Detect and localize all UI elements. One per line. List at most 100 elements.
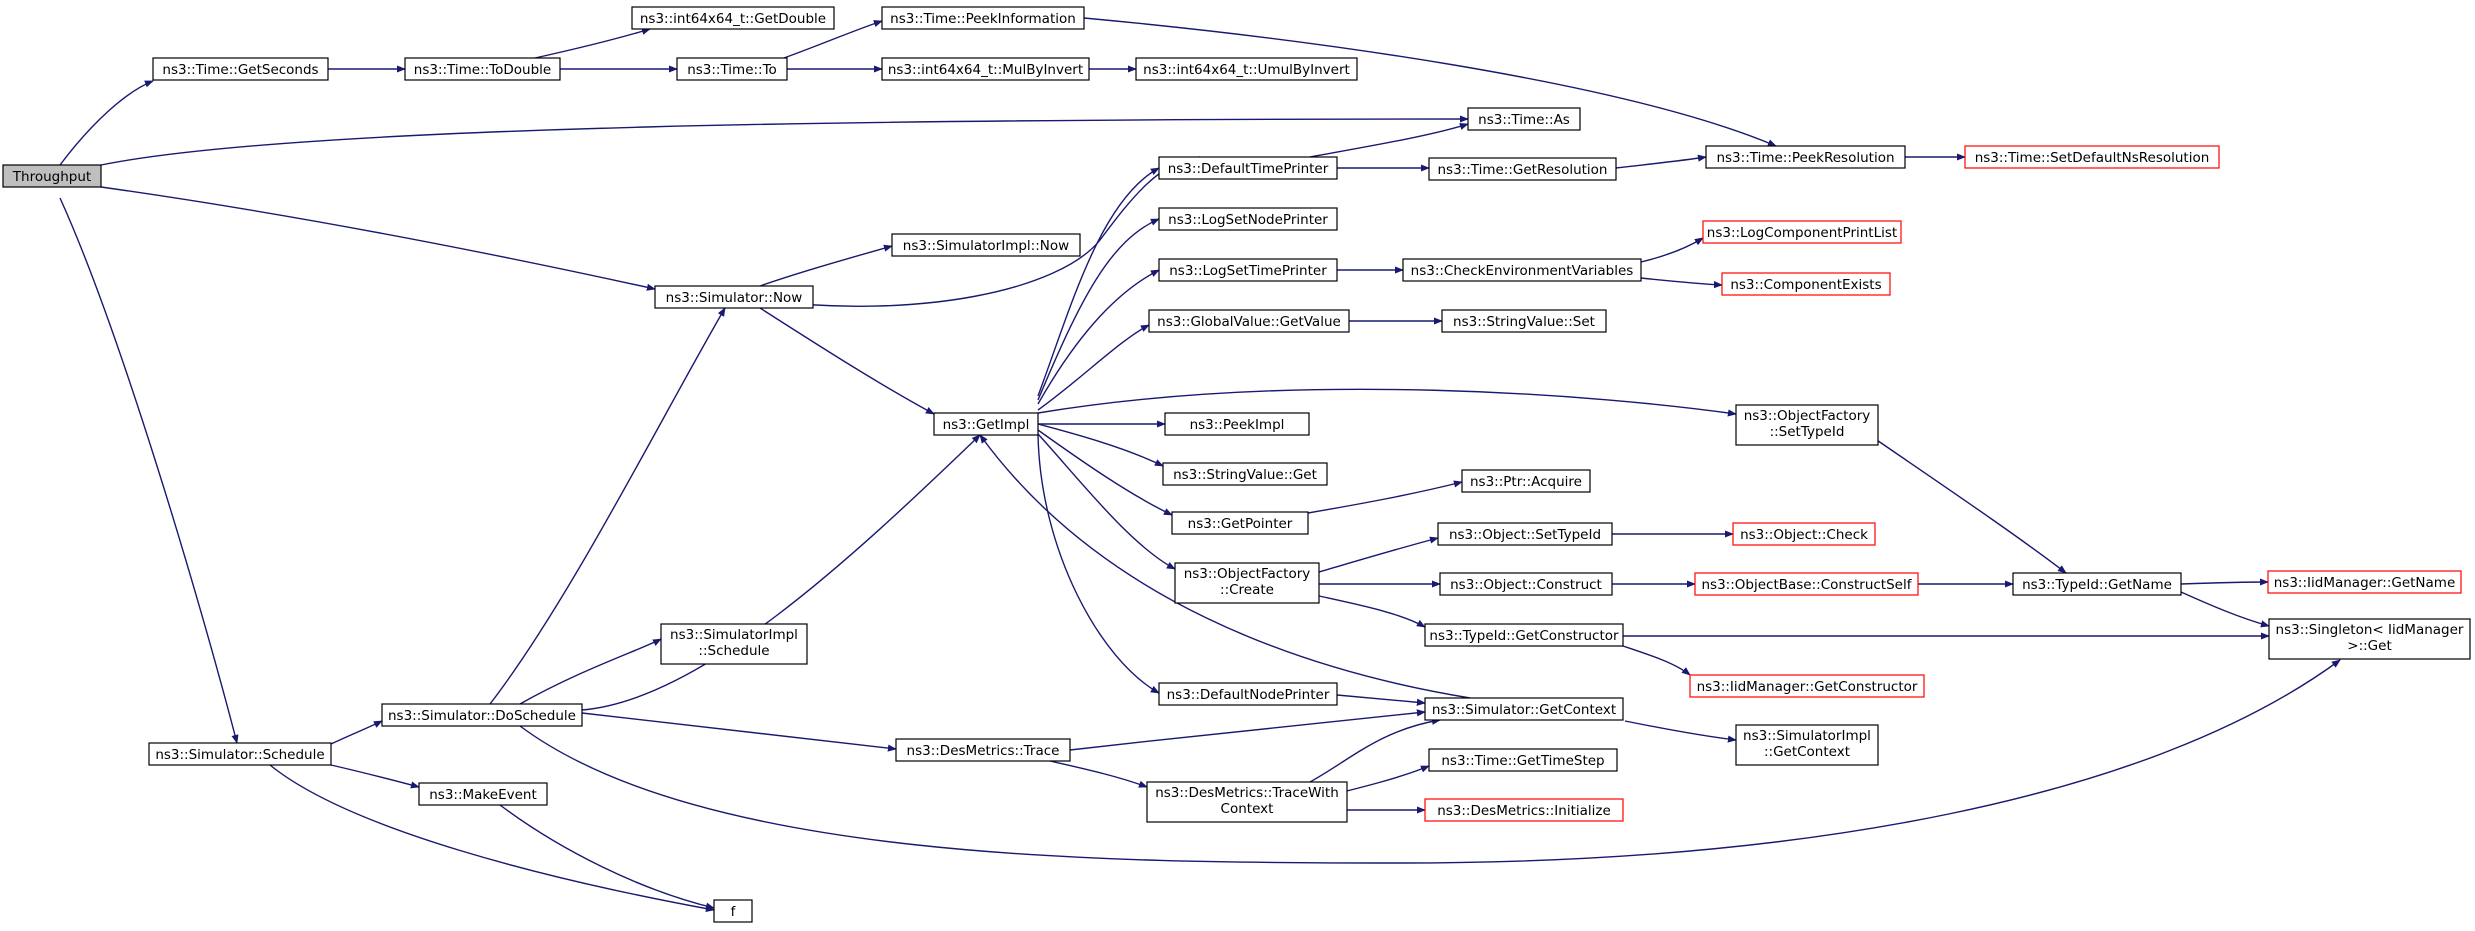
function-node-objectfactory-create[interactable]: ns3::ObjectFactory::Create	[1174, 562, 1320, 604]
call-edge	[1083, 17, 1777, 147]
function-node-getimpl[interactable]: ns3::GetImpl	[933, 412, 1039, 436]
call-edge	[1318, 595, 1426, 628]
function-node-typeid-getconstructor[interactable]: ns3::TypeId::GetConstructor	[1424, 623, 1624, 647]
edge-arrow	[759, 307, 935, 415]
node-box	[2267, 570, 2462, 594]
function-node-peekimpl[interactable]: ns3::PeekImpl	[1164, 412, 1310, 436]
call-edge	[1049, 760, 1148, 788]
function-node-time-peekinformation[interactable]: ns3::Time::PeekInformation	[881, 6, 1085, 30]
node-label: ns3::Time::SetDefaultNsResolution	[1975, 150, 2210, 166]
node-box	[381, 703, 583, 727]
node-label: ns3::Time::PeekResolution	[1716, 150, 1894, 166]
function-node-int64-getdouble[interactable]: ns3::int64x64_t::GetDouble	[631, 6, 835, 30]
node-box	[1164, 412, 1310, 436]
function-node-int64-umulbyinvert[interactable]: ns3::int64x64_t::UmulByInvert	[1135, 57, 1358, 81]
edge-arrow	[499, 804, 715, 910]
node-label: Throughput	[12, 169, 91, 185]
edge-arrow	[1309, 123, 1469, 158]
node-box	[933, 412, 1039, 436]
function-node-defaultnodeprinter[interactable]: ns3::DefaultNodePrinter	[1158, 682, 1338, 706]
function-node-simulatorimpl-getcontext[interactable]: ns3::SimulatorImpl::GetContext	[1735, 724, 1879, 766]
node-box	[1146, 781, 1348, 823]
function-node-ptr-acquire[interactable]: ns3::Ptr::Acquire	[1461, 469, 1591, 493]
function-node-desmetrics-initialize[interactable]: ns3::DesMetrics::Initialize	[1424, 798, 1624, 822]
node-box	[152, 57, 329, 81]
call-edge	[1640, 277, 1723, 289]
function-node-simulator-getcontext[interactable]: ns3::Simulator::GetContext	[1424, 697, 1624, 721]
function-node-object-check[interactable]: ns3::Object::Check	[1732, 522, 1876, 546]
function-node-stringvalue-set[interactable]: ns3::StringValue::Set	[1441, 309, 1607, 333]
edge-arrow	[581, 434, 981, 711]
function-node-logcomponentprintlist[interactable]: ns3::LogComponentPrintList	[1702, 220, 1902, 244]
node-label: ns3::DefaultNodePrinter	[1167, 687, 1330, 703]
edge-arrow	[1049, 760, 1148, 788]
call-edge	[2180, 591, 2270, 628]
function-node-globalvalue-getvalue[interactable]: ns3::GlobalValue::GetValue	[1148, 309, 1350, 333]
function-node-time-to[interactable]: ns3::Time::To	[676, 57, 788, 81]
call-edge	[1640, 237, 1704, 263]
node-box	[2012, 572, 2182, 596]
node-label: ns3::GlobalValue::GetValue	[1157, 314, 1341, 330]
node-box	[1467, 107, 1581, 131]
function-node-objectfactory-settypeid[interactable]: ns3::ObjectFactory::SetTypeId	[1735, 404, 1879, 446]
function-node-time-peekresolution[interactable]: ns3::Time::PeekResolution	[1705, 145, 1906, 169]
function-node-typeid-getname[interactable]: ns3::TypeId::GetName	[2012, 572, 2182, 596]
node-box	[1732, 522, 1876, 546]
function-node-simulatorimpl-now[interactable]: ns3::SimulatorImpl::Now	[891, 233, 1081, 257]
node-label: ns3::Object::Construct	[1450, 577, 1602, 593]
node-label: ns3::DesMetrics::Initialize	[1437, 803, 1611, 819]
function-node-iidmanager-getconstructor[interactable]: ns3::IidManager::GetConstructor	[1689, 674, 1925, 698]
call-edge	[1037, 388, 1737, 417]
function-node-throughput[interactable]: Throughput	[2, 164, 102, 188]
function-node-simulator-schedule[interactable]: ns3::Simulator::Schedule	[148, 742, 332, 766]
edge-arrow	[269, 764, 715, 913]
edge-arrow	[330, 764, 420, 789]
node-box	[148, 742, 332, 766]
function-node-componentexists[interactable]: ns3::ComponentExists	[1721, 272, 1891, 296]
edge-arrow	[100, 115, 1469, 166]
function-node-simulator-now[interactable]: ns3::Simulator::Now	[654, 285, 814, 309]
function-node-time-getresolution[interactable]: ns3::Time::GetResolution	[1428, 157, 1617, 181]
call-edge	[1037, 167, 1160, 397]
edge-arrow	[1037, 269, 1160, 405]
node-label: ::Schedule	[698, 643, 769, 659]
function-node-desmetrics-trace[interactable]: ns3::DesMetrics::Trace	[895, 738, 1071, 762]
function-node-iidmanager-getname[interactable]: ns3::IidManager::GetName	[2267, 570, 2462, 594]
function-node-int64-mulbyinvert[interactable]: ns3::int64x64_t::MulByInvert	[881, 57, 1090, 81]
node-box	[1135, 57, 1358, 81]
function-node-object-construct[interactable]: ns3::Object::Construct	[1439, 572, 1613, 596]
node-label: ns3::Time::PeekInformation	[890, 11, 1076, 27]
function-node-stringvalue-get[interactable]: ns3::StringValue::Get	[1162, 462, 1328, 486]
node-box	[891, 233, 1081, 257]
function-node-makeevent[interactable]: ns3::MakeEvent	[418, 782, 548, 806]
node-label: ns3::Simulator::Schedule	[155, 747, 324, 763]
function-node-f[interactable]: f	[713, 899, 753, 923]
node-label: ns3::GetImpl	[943, 417, 1030, 433]
function-node-time-as[interactable]: ns3::Time::As	[1467, 107, 1581, 131]
function-node-time-setdefaultnsresolution[interactable]: ns3::Time::SetDefaultNsResolution	[1964, 145, 2220, 169]
function-node-logsetnodeprinter[interactable]: ns3::LogSetNodePrinter	[1158, 207, 1338, 231]
function-node-time-getseconds[interactable]: ns3::Time::GetSeconds	[152, 57, 329, 81]
function-node-object-settypeid[interactable]: ns3::Object::SetTypeId	[1437, 522, 1613, 546]
function-node-getpointer[interactable]: ns3::GetPointer	[1171, 511, 1309, 535]
function-node-logsettimeprinter[interactable]: ns3::LogSetTimePrinter	[1158, 258, 1338, 282]
function-node-time-todouble[interactable]: ns3::Time::ToDouble	[404, 57, 561, 81]
function-node-simulator-doschedule[interactable]: ns3::Simulator::DoSchedule	[381, 703, 583, 727]
function-node-objectbase-constructself[interactable]: ns3::ObjectBase::ConstructSelf	[1694, 572, 1919, 596]
function-node-singleton-get[interactable]: ns3::Singleton< IidManager >::Get	[2268, 618, 2471, 660]
node-box	[1689, 674, 1925, 698]
edge-arrow	[519, 659, 2341, 864]
call-edge	[1624, 720, 1737, 743]
function-node-time-gettimestep[interactable]: ns3::Time::GetTimeStep	[1428, 748, 1618, 772]
call-edge	[534, 27, 651, 59]
node-label: ns3::Time::To	[687, 62, 777, 78]
function-node-defaulttimeprinter[interactable]: ns3::DefaultTimePrinter	[1158, 156, 1338, 180]
function-node-simulatorimpl-schedule[interactable]: ns3::SimulatorImpl::Schedule	[660, 623, 808, 665]
node-label: ns3::ComponentExists	[1730, 277, 1881, 293]
edge-arrow	[59, 197, 239, 744]
edge-arrow	[1083, 17, 1777, 147]
node-label: ns3::Object::SetTypeId	[1449, 527, 1601, 543]
function-node-checkenvironmentvariables[interactable]: ns3::CheckEnvironmentVariables	[1402, 258, 1642, 282]
